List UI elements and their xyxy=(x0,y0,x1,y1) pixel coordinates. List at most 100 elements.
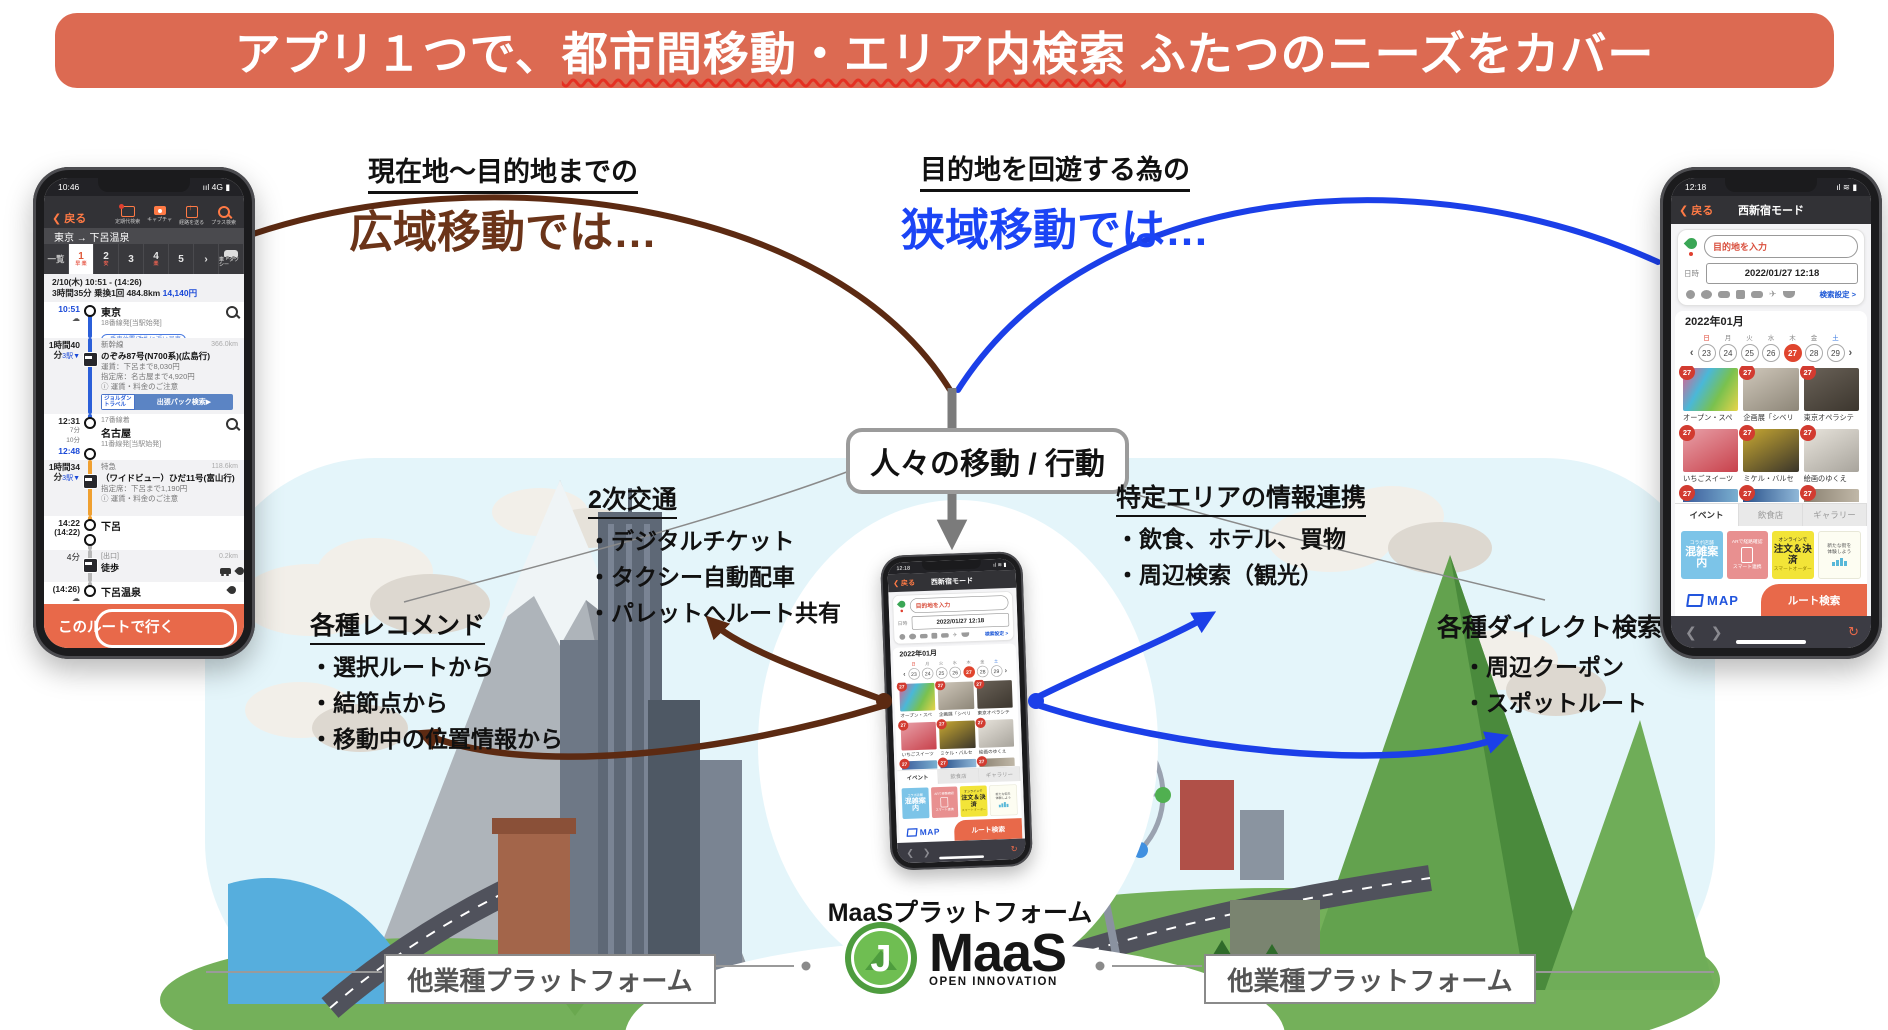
plane-icon[interactable]: ✈ xyxy=(1769,289,1777,299)
car-icon[interactable] xyxy=(1751,291,1763,298)
tab-car-taxi[interactable]: 車・タクシー xyxy=(219,244,244,274)
route-search-button[interactable]: ルート検索 xyxy=(953,818,1023,841)
event-card-partial[interactable]: 27 xyxy=(899,758,938,770)
tab-galleries[interactable]: ギャラリー xyxy=(1803,504,1867,526)
train-icon[interactable] xyxy=(931,632,938,639)
search-settings-link[interactable]: 検索設定 > xyxy=(1819,290,1856,299)
walk-icon[interactable] xyxy=(1686,290,1695,299)
back-button[interactable]: ❮ 戻る xyxy=(893,579,916,588)
calendar-date[interactable]: 24 xyxy=(921,667,934,680)
calendar-next-button[interactable]: › xyxy=(1848,347,1853,359)
calendar-date-selected[interactable]: 27 xyxy=(962,666,975,678)
event-card-partial[interactable]: 27 xyxy=(976,756,1015,768)
calendar-date[interactable]: 23 xyxy=(1697,344,1716,362)
tab-more[interactable]: › xyxy=(194,244,219,274)
ship-icon[interactable] xyxy=(961,632,969,638)
event-card-partial[interactable]: 27 xyxy=(937,757,977,769)
calendar-date[interactable]: 28 xyxy=(976,665,989,678)
calendar-prev-button[interactable]: ‹ xyxy=(1689,347,1694,359)
search-icon[interactable] xyxy=(226,418,238,430)
ship-icon[interactable] xyxy=(1782,291,1795,298)
capture-button[interactable]: キャプチャ xyxy=(147,206,172,226)
event-card-partial[interactable]: 27 xyxy=(1679,485,1739,503)
map-pin-icon[interactable] xyxy=(234,565,244,577)
browser-back-button[interactable]: ❮ xyxy=(906,847,915,858)
calendar-date[interactable]: 24 xyxy=(1719,344,1737,362)
smart-order-tile[interactable]: オンラインで注文＆決済スマートオーダー xyxy=(959,785,988,818)
back-button[interactable]: ❮ 戻る xyxy=(1679,205,1714,217)
datetime-input[interactable]: 2022/01/27 12:18 xyxy=(1706,263,1858,284)
new-town-tile[interactable]: 新たな街を体験しよう xyxy=(988,784,1018,817)
ar-smart-link-tile[interactable]: ARで経路確認スマート連携 xyxy=(1726,531,1768,579)
new-town-tile[interactable]: 新たな街を体験しよう xyxy=(1817,531,1861,579)
destination-input[interactable]: 目的地を入力 xyxy=(909,595,1009,614)
tab-events[interactable]: イベント xyxy=(1675,504,1739,526)
congestion-info-tile[interactable]: コラボ店舗混雑案内 xyxy=(901,787,930,820)
ar-smart-link-tile[interactable]: ARで経路確認スマート連携 xyxy=(930,786,959,819)
calendar-date[interactable]: 29 xyxy=(1826,344,1845,362)
tab-route-5[interactable]: 5 xyxy=(169,244,194,274)
smart-order-tile[interactable]: オンラインで注文＆決済スマートオーダー xyxy=(1772,531,1814,579)
search-settings-link[interactable]: 検索設定 > xyxy=(984,630,1009,637)
browser-forward-button[interactable]: ❯ xyxy=(922,846,931,858)
bicycle-icon[interactable] xyxy=(1701,290,1712,299)
map-button[interactable]: MAP xyxy=(906,826,940,837)
calendar-date[interactable]: 23 xyxy=(907,667,920,680)
calendar-date[interactable]: 25 xyxy=(935,667,948,679)
tab-list[interactable]: 一覧 xyxy=(44,244,69,274)
calendar-date[interactable]: 28 xyxy=(1805,344,1823,362)
back-button[interactable]: ❮ 戻る xyxy=(52,213,87,225)
calendar-date[interactable]: 26 xyxy=(1762,344,1780,362)
datetime-input[interactable]: 2022/01/27 12:18 xyxy=(911,612,1010,630)
calendar-prev-button[interactable]: ‹ xyxy=(903,670,906,679)
map-button[interactable]: MAP xyxy=(1686,593,1739,608)
send-route-button[interactable]: 経路を送る xyxy=(179,203,204,226)
browser-forward-button[interactable]: ❯ xyxy=(1710,623,1723,640)
travel-pack-banner[interactable]: ジョルダン トラベル 出張パック検索▶ xyxy=(101,394,233,410)
reload-icon[interactable]: ↻ xyxy=(1010,843,1018,854)
destination-input[interactable]: 目的地を入力 xyxy=(1704,235,1858,258)
tab-route-3[interactable]: 3 xyxy=(119,244,144,274)
car-icon[interactable] xyxy=(940,633,949,638)
train-icon[interactable] xyxy=(1736,290,1745,299)
calendar-date[interactable]: 26 xyxy=(949,666,962,679)
bus-icon[interactable] xyxy=(919,633,928,639)
calendar-date[interactable]: 25 xyxy=(1740,344,1759,362)
commuter-pass-search-button[interactable]: 定期代検索 xyxy=(115,204,140,226)
search-icon[interactable] xyxy=(226,306,238,318)
reload-icon[interactable]: ↻ xyxy=(1848,624,1859,639)
plane-icon[interactable]: ✈ xyxy=(952,631,958,638)
calendar-next-button[interactable]: › xyxy=(1004,666,1008,675)
map-pin-icon[interactable] xyxy=(226,584,238,596)
taxi-icon[interactable] xyxy=(220,568,231,576)
tab-restaurants[interactable]: 飲食店 xyxy=(1739,504,1803,526)
browser-back-button[interactable]: ❮ xyxy=(1685,623,1697,640)
congestion-info-tile[interactable]: コラボ店舗混雑案内 xyxy=(1681,531,1723,579)
tab-events[interactable]: イベント xyxy=(897,769,939,786)
event-card-partial[interactable]: 27 xyxy=(1739,485,1799,503)
calendar-date-selected[interactable]: 27 xyxy=(1783,344,1802,362)
walk-icon[interactable] xyxy=(899,633,906,640)
tab-galleries[interactable]: ギャラリー xyxy=(978,766,1021,783)
tab-restaurants[interactable]: 飲食店 xyxy=(938,768,980,784)
go-this-route-button[interactable]: このルートで行く xyxy=(44,604,244,648)
event-card-partial[interactable]: 27 xyxy=(1799,485,1859,503)
plus-search-button[interactable]: プラス検索 xyxy=(211,206,236,226)
route-search-button[interactable]: ルート検索 xyxy=(1761,584,1867,616)
bus-icon[interactable] xyxy=(1718,291,1730,298)
